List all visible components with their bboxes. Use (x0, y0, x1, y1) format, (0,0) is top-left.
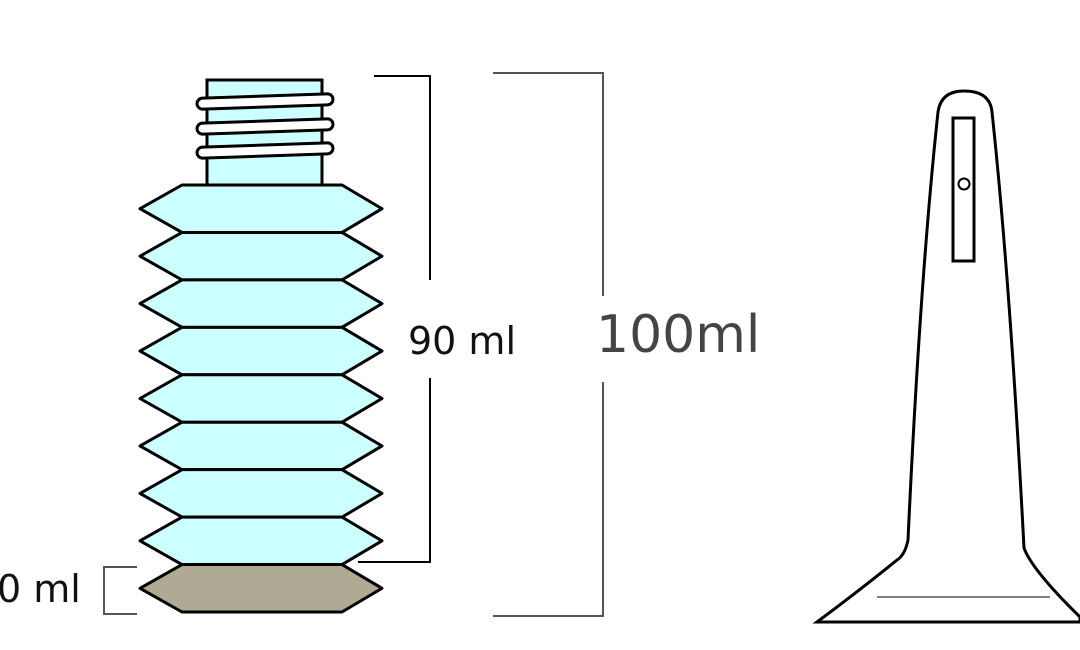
thread-ring-1 (195, 92, 335, 111)
bellows-segment (138, 183, 384, 234)
bellows-segment (138, 325, 384, 377)
nozzle-outline (812, 89, 1080, 624)
bellows-segment (138, 278, 384, 329)
bottle-neck (195, 78, 335, 188)
total-bracket (493, 72, 604, 617)
bellows-segment (138, 515, 384, 567)
thread-ring-2 (195, 117, 335, 136)
bellows-segment (138, 373, 384, 424)
nozzle-cap (812, 89, 1080, 624)
bellows-segment (138, 468, 384, 519)
thread-ring-3 (195, 141, 335, 160)
nozzle-hole (957, 177, 971, 191)
bellows-segment (138, 420, 384, 472)
bottom-bracket (103, 566, 137, 615)
bottom-volume-label: 0 ml (0, 567, 81, 611)
total-volume-label: 100ml (596, 305, 760, 365)
bellows-residual-segment (138, 563, 384, 614)
top-volume-label: 90 ml (408, 319, 516, 363)
bellows-body (138, 183, 384, 614)
top-bracket (358, 75, 431, 563)
bellows-segment (138, 230, 384, 282)
